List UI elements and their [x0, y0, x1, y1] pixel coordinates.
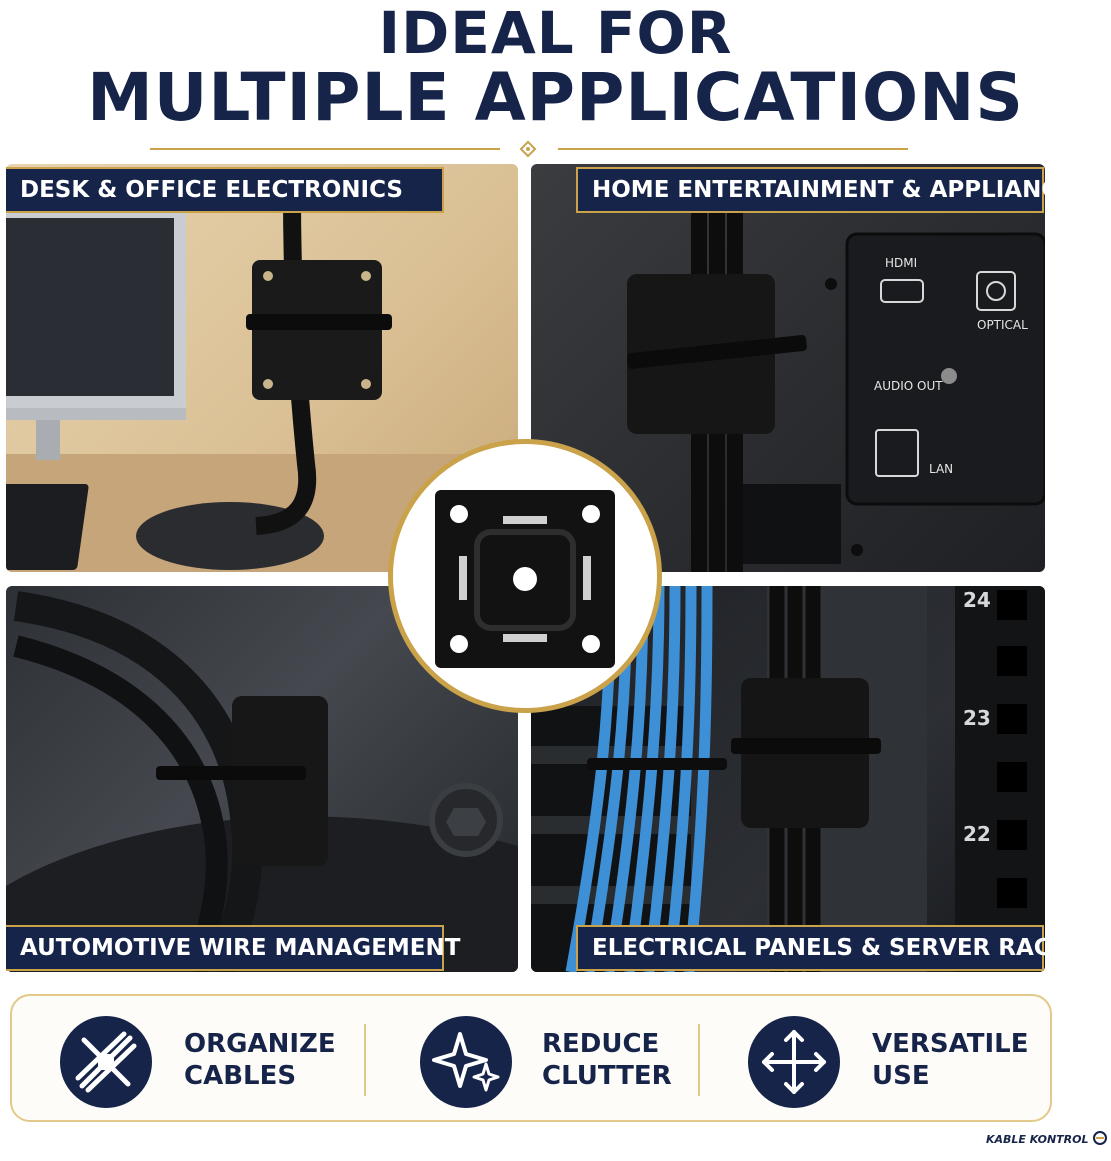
brand-name: KABLE KONTROL: [986, 1133, 1089, 1146]
benefit-divider: [698, 1024, 700, 1096]
ornament-icon: [519, 140, 537, 158]
headline-line-2: MULTIPLE APPLICATIONS: [87, 59, 1024, 136]
gold-rule-right: [558, 148, 908, 150]
headline-line-1: IDEAL FOR: [378, 0, 733, 67]
adhesive-mount-icon: [435, 490, 615, 668]
benefits-bar: ORGANIZE CABLES REDUCE CLUTTER VERSATILE…: [10, 994, 1052, 1122]
desk-scene: [6, 193, 518, 572]
tag-automotive: AUTOMOTIVE WIRE MANAGEMENT: [6, 925, 460, 971]
panel-automotive: [6, 586, 518, 972]
rack-unit-23: 23: [963, 706, 991, 730]
tag-server-racks: ELECTRICAL PANELS & SERVER RACKS: [576, 925, 1085, 971]
benefit-reduce-clutter: REDUCE CLUTTER: [542, 1029, 672, 1091]
rack-unit-24: 24: [963, 588, 991, 612]
tag-desk-office: DESK & OFFICE ELECTRONICS: [6, 167, 444, 213]
tag-home-entertainment: HOME ENTERTAINMENT & APPLIANCES: [576, 167, 1091, 213]
rack-unit-22: 22: [963, 822, 991, 846]
benefit-organize-cables: ORGANIZE CABLES: [184, 1029, 336, 1091]
four-way-arrows-icon: [748, 1016, 840, 1108]
port-label-audio-out: AUDIO OUT: [874, 379, 943, 393]
home-scene: [627, 204, 1045, 572]
port-label-optical: OPTICAL: [977, 318, 1028, 332]
port-label-lan: LAN: [929, 462, 954, 476]
gold-rule-left: [150, 148, 500, 150]
panel-desk-office: [6, 164, 518, 572]
port-label-hdmi: HDMI: [885, 256, 918, 270]
brand-logo-icon: [1093, 1131, 1107, 1145]
cable-bundle-icon: [60, 1016, 152, 1108]
product-mount-circle: [388, 439, 662, 713]
benefit-divider: [364, 1024, 366, 1096]
sparkle-icon: [420, 1016, 512, 1108]
benefit-versatile-use: VERSATILE USE: [872, 1029, 1029, 1091]
